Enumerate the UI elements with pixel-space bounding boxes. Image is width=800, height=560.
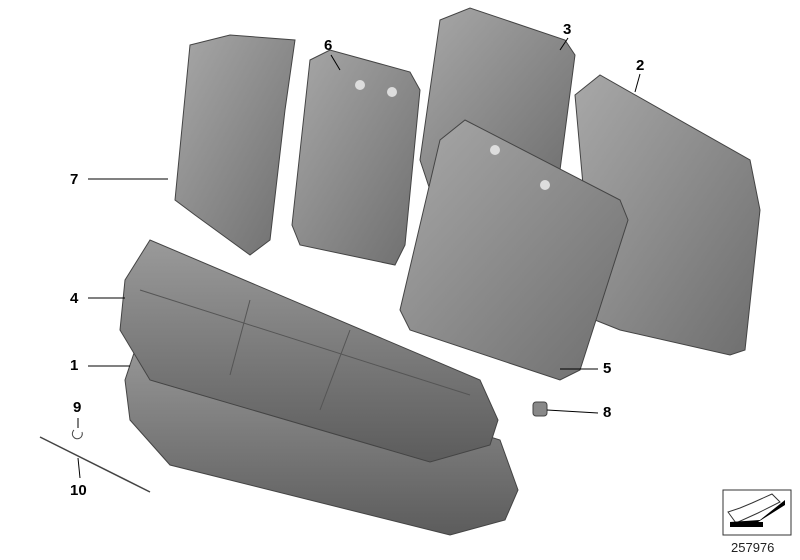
callout-8[interactable]: 8	[603, 404, 612, 421]
backrest-panel-large[interactable]	[399, 119, 629, 381]
callout-4[interactable]: 4	[70, 290, 79, 307]
callout-6[interactable]: 6	[324, 37, 333, 54]
callout-5[interactable]: 5	[603, 360, 612, 377]
backrest-frame-right[interactable]	[574, 74, 761, 356]
side-bolster[interactable]	[174, 34, 296, 256]
wire[interactable]	[39, 436, 151, 493]
leader-lines	[77, 37, 641, 479]
orientation-arrow-icon	[722, 489, 792, 536]
callout-9[interactable]: 9	[73, 399, 82, 416]
reference-number: 257976	[731, 540, 775, 555]
callout-10[interactable]: 10	[70, 482, 87, 499]
callout-7[interactable]: 7	[70, 171, 79, 188]
clip[interactable]	[532, 401, 548, 417]
callout-1[interactable]: 1	[70, 357, 79, 374]
callout-2[interactable]: 2	[636, 57, 645, 74]
ring[interactable]	[71, 429, 83, 440]
seat-cushion-cover[interactable]	[119, 239, 499, 463]
backrest-panel-small[interactable]	[291, 49, 421, 266]
callout-3[interactable]: 3	[563, 21, 572, 38]
